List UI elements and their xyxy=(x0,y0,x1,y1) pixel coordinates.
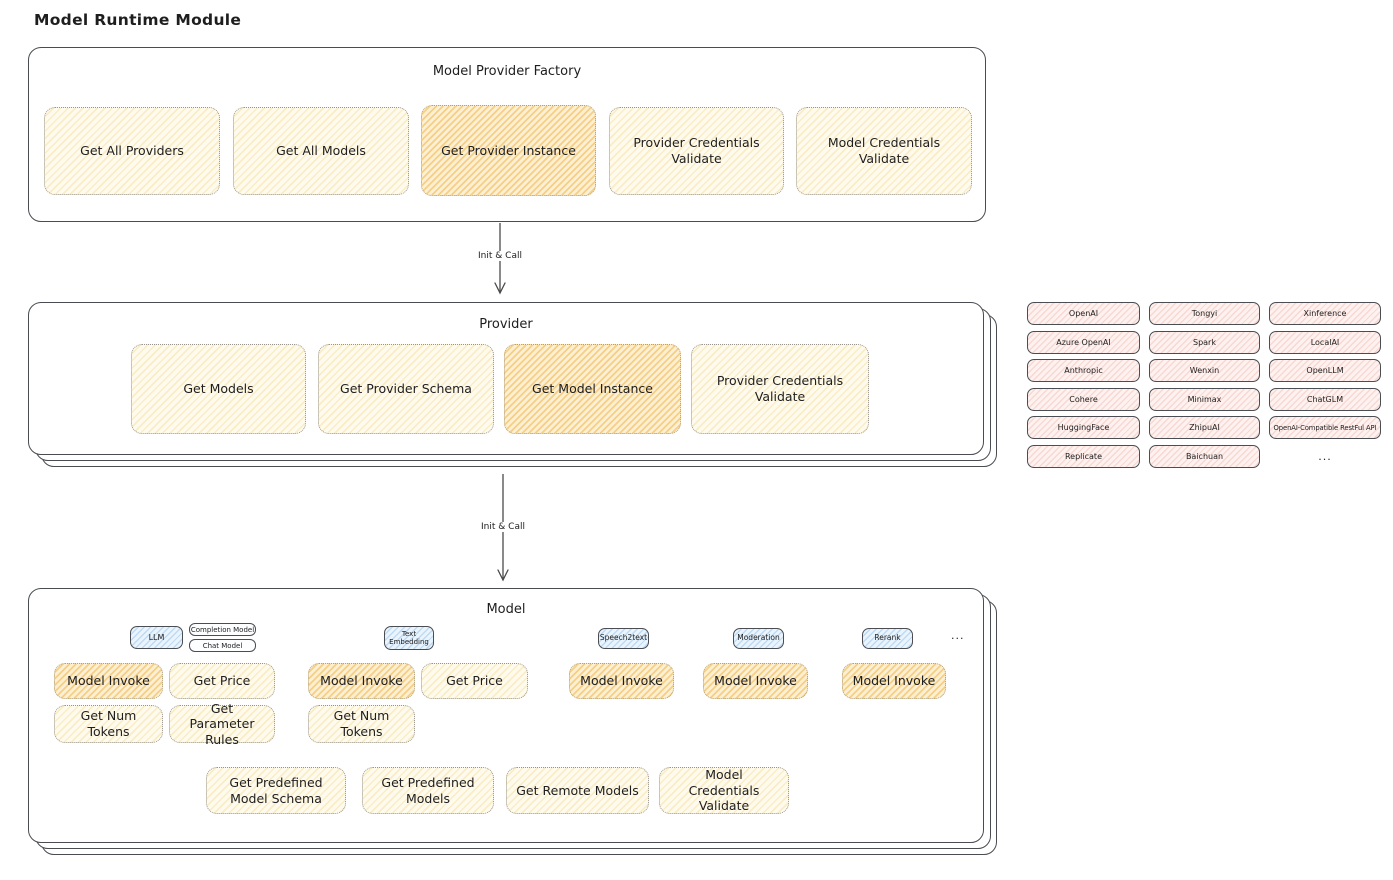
llm-get-num-tokens-box: Get Num Tokens xyxy=(54,705,163,743)
tag-moderation: Moderation xyxy=(733,628,784,649)
llm-get-price-box: Get Price xyxy=(169,663,275,699)
provider-pill-openai: OpenAI xyxy=(1027,302,1140,325)
provider-credentials-validate-box-2: Provider Credentials Validate xyxy=(691,344,869,434)
factory-title: Model Provider Factory xyxy=(432,64,582,79)
provider-pill-tongyi: Tongyi xyxy=(1149,302,1260,325)
provider-pill-replicate: Replicate xyxy=(1027,444,1140,468)
get-predefined-model-schema-box: Get Predefined Model Schema xyxy=(206,767,346,814)
init-call-label-1: Init & Call xyxy=(468,251,532,261)
tag-speech2text: Speech2text xyxy=(598,628,649,649)
get-models-box: Get Models xyxy=(131,344,306,434)
model-credentials-validate-box: Model Credentials Validate xyxy=(796,107,972,195)
tag-text-embedding: Text Embedding xyxy=(384,626,434,650)
provider-pill-openllm: OpenLLM xyxy=(1269,359,1381,383)
model-title: Model xyxy=(486,602,526,617)
provider-pill-zhipuai: ZhipuAI xyxy=(1149,416,1260,440)
embedding-get-price-box: Get Price xyxy=(421,663,528,699)
provider-pill-huggingface: HuggingFace xyxy=(1027,416,1140,440)
provider-pill-cohere: Cohere xyxy=(1027,387,1140,411)
moderation-model-invoke-box: Model Invoke xyxy=(703,663,808,699)
tag-completion-model: Completion Model xyxy=(189,623,256,636)
speech2text-model-invoke-box: Model Invoke xyxy=(569,663,674,699)
provider-credentials-validate-box: Provider Credentials Validate xyxy=(609,107,784,195)
provider-pill-chatglm: ChatGLM xyxy=(1269,387,1381,411)
providers-more-ellipsis: ... xyxy=(1318,449,1332,463)
tag-llm: LLM xyxy=(130,626,183,649)
get-remote-models-box: Get Remote Models xyxy=(506,767,649,814)
tag-chat-model: Chat Model xyxy=(189,639,256,652)
get-all-providers-box: Get All Providers xyxy=(44,107,220,195)
provider-pill-spark: Spark xyxy=(1149,330,1260,354)
model-credentials-validate-box-2: Model Credentials Validate xyxy=(659,767,789,814)
llm-get-parameter-rules-box: Get Parameter Rules xyxy=(169,701,275,747)
init-call-label-2: Init & Call xyxy=(471,522,535,532)
get-all-models-box: Get All Models xyxy=(233,107,409,195)
provider-pill-minimax: Minimax xyxy=(1149,387,1260,411)
get-predefined-models-box: Get Predefined Models xyxy=(362,767,494,814)
embedding-model-invoke-box: Model Invoke xyxy=(308,663,415,699)
diagram-title: Model Runtime Module xyxy=(34,11,242,29)
provider-list-grid: OpenAI Tongyi Xinference Azure OpenAI Sp… xyxy=(1027,302,1381,468)
provider-panel: Provider Get Models Get Provider Schema … xyxy=(28,302,984,455)
provider-pill-azure-openai: Azure OpenAI xyxy=(1027,330,1140,354)
embedding-get-num-tokens-box: Get Num Tokens xyxy=(308,705,415,743)
provider-pill-baichuan: Baichuan xyxy=(1149,444,1260,468)
provider-pill-wenxin: Wenxin xyxy=(1149,359,1260,383)
get-model-instance-box: Get Model Instance xyxy=(504,344,681,434)
rerank-model-invoke-box: Model Invoke xyxy=(842,663,946,699)
model-tags-ellipsis: ... xyxy=(951,629,965,642)
provider-pill-localai: LocalAI xyxy=(1269,330,1381,354)
get-provider-schema-box: Get Provider Schema xyxy=(318,344,494,434)
model-panel: Model LLM Completion Model Chat Model Te… xyxy=(28,588,984,843)
provider-pill-xinference: Xinference xyxy=(1269,302,1381,325)
provider-pill-anthropic: Anthropic xyxy=(1027,359,1140,383)
provider-title: Provider xyxy=(479,317,533,332)
factory-panel: Model Provider Factory Get All Providers… xyxy=(28,47,986,222)
tag-rerank: Rerank xyxy=(862,628,913,649)
provider-pill-openai-compatible: OpenAI-Compatible RestFul API xyxy=(1269,416,1381,440)
llm-model-invoke-box: Model Invoke xyxy=(54,663,163,699)
get-provider-instance-box: Get Provider Instance xyxy=(421,105,596,196)
